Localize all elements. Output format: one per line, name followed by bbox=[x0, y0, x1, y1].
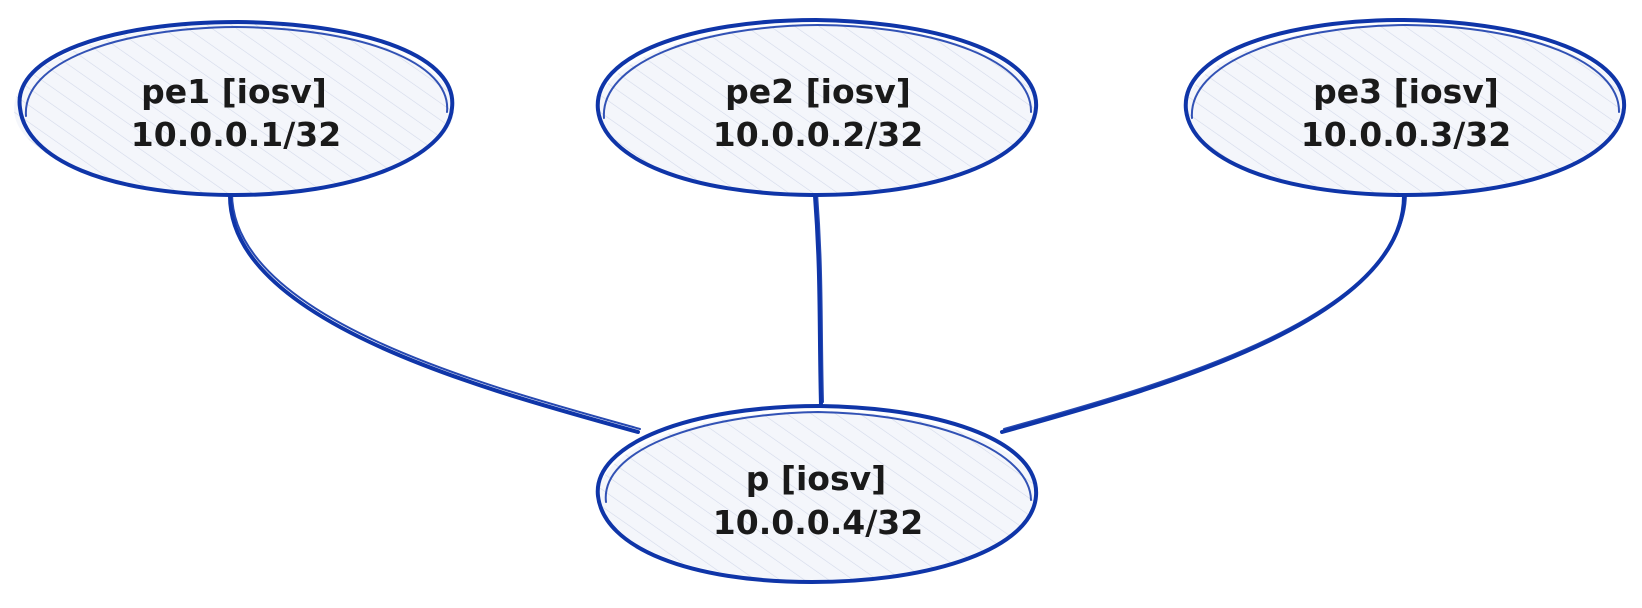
node-pe1[interactable]: pe1 [iosv] 10.0.0.1/32 bbox=[14, 19, 455, 198]
node-p-label: p [iosv] bbox=[746, 459, 886, 498]
edges-layer bbox=[228, 192, 1407, 434]
node-pe3-label: pe3 [iosv] bbox=[1313, 72, 1499, 111]
node-p-outline bbox=[595, 403, 1039, 585]
edge-pe2-p-stroke2 bbox=[816, 192, 824, 403]
node-pe2-label: pe2 [iosv] bbox=[725, 72, 911, 111]
node-p-address: 10.0.0.4/32 bbox=[713, 503, 923, 542]
edge-pe1-p-stroke2 bbox=[231, 192, 641, 430]
node-p[interactable]: p [iosv] 10.0.0.4/32 bbox=[595, 403, 1039, 585]
edge-pe3-p-stroke2 bbox=[1003, 192, 1407, 430]
node-pe1-label: pe1 [iosv] bbox=[141, 72, 327, 111]
node-pe2-address: 10.0.0.2/32 bbox=[713, 115, 923, 154]
edge-pe3-p bbox=[1000, 194, 1406, 434]
node-pe1-address: 10.0.0.1/32 bbox=[131, 115, 341, 154]
nodes-layer: pe1 [iosv] 10.0.0.1/32 pe2 [iosv] 10.0.0… bbox=[14, 17, 1627, 585]
node-pe1-outline bbox=[17, 19, 455, 198]
node-pe2[interactable]: pe2 [iosv] 10.0.0.2/32 bbox=[595, 17, 1039, 198]
node-pe3-outline bbox=[1183, 17, 1627, 198]
node-pe2-outline bbox=[595, 17, 1039, 198]
edge-pe1-p bbox=[228, 194, 640, 434]
edge-pe2-p bbox=[813, 194, 823, 407]
node-pe3[interactable]: pe3 [iosv] 10.0.0.3/32 bbox=[1183, 17, 1627, 198]
node-pe3-address: 10.0.0.3/32 bbox=[1301, 115, 1511, 154]
